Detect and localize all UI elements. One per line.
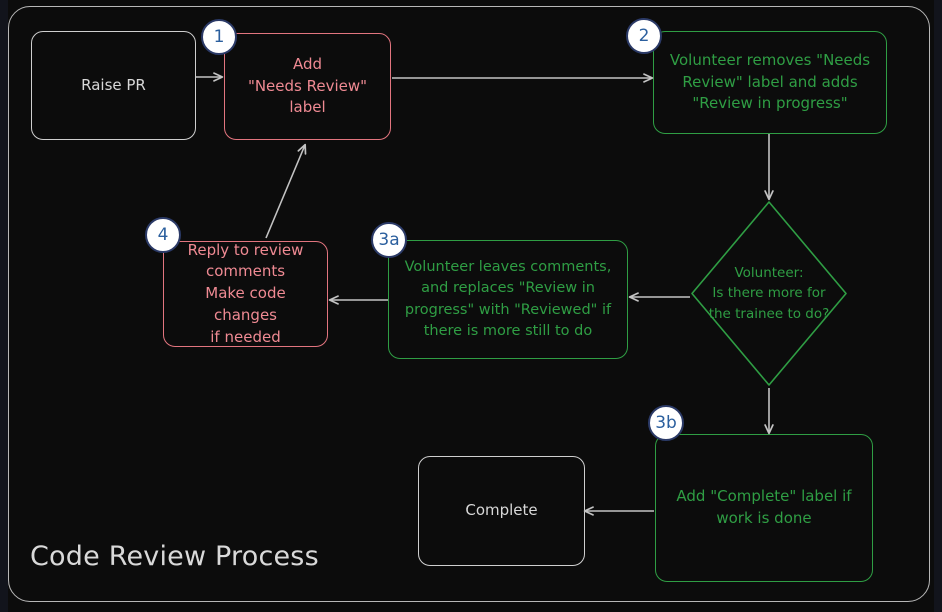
page-gutter-left: [0, 0, 8, 612]
badge-step-1-label: 1: [213, 27, 225, 47]
decision-diamond-shape: [691, 201, 847, 386]
node-add-label[interactable]: Add "Needs Review" label: [224, 33, 391, 140]
node-volunteer-takes[interactable]: Volunteer removes "Needs Review" label a…: [653, 31, 887, 134]
badge-step-3b[interactable]: 3b: [648, 405, 684, 441]
node-add-complete-label: Add "Complete" label if work is done: [676, 487, 852, 527]
node-complete-label: Complete: [465, 501, 538, 520]
node-reply[interactable]: Reply to review comments Make code chang…: [163, 241, 328, 347]
node-add-label-label: Add "Needs Review" label: [247, 54, 368, 117]
badge-step-1[interactable]: 1: [201, 19, 237, 55]
diagram-title: Code Review Process: [30, 541, 319, 572]
node-reply-label: Reply to review comments Make code chang…: [187, 240, 304, 346]
badge-step-3b-label: 3b: [655, 413, 677, 433]
node-volunteer-takes-label: Volunteer removes "Needs Review" label a…: [669, 50, 871, 113]
badge-step-3a[interactable]: 3a: [371, 222, 407, 258]
badge-step-2-label: 2: [638, 26, 650, 46]
badge-step-4-label: 4: [157, 225, 169, 245]
badge-step-4[interactable]: 4: [145, 217, 181, 253]
badge-step-2[interactable]: 2: [626, 18, 662, 54]
node-raise-pr-label: Raise PR: [81, 75, 146, 94]
node-raise-pr[interactable]: Raise PR: [31, 31, 196, 140]
node-leaves-comments-label: Volunteer leaves comments, and replaces …: [404, 259, 612, 339]
node-complete[interactable]: Complete: [418, 456, 585, 566]
node-decision[interactable]: Volunteer: Is there more for the trainee…: [689, 199, 849, 388]
page-gutter-right: [934, 0, 942, 612]
node-add-complete[interactable]: Add "Complete" label if work is done: [655, 434, 873, 582]
node-leaves-comments[interactable]: Volunteer leaves comments, and replaces …: [388, 240, 628, 359]
badge-step-3a-label: 3a: [378, 230, 400, 250]
